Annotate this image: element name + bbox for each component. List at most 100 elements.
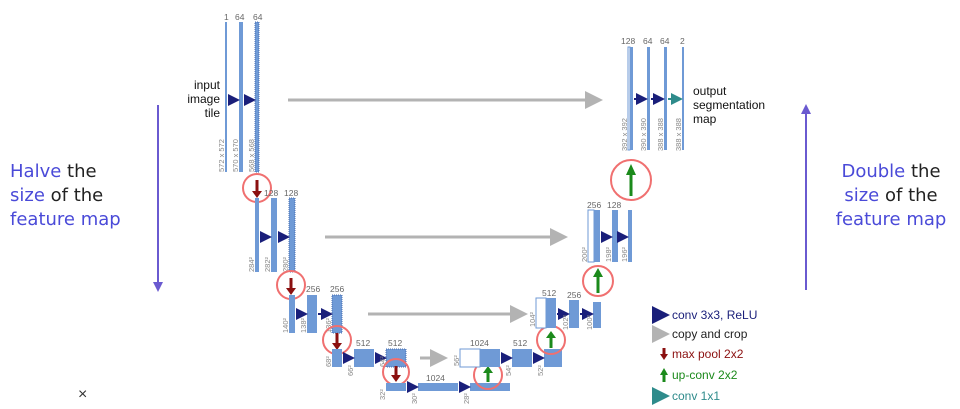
legend-up-arrow-head — [660, 368, 668, 375]
dim-label: 568 x 568 — [247, 139, 256, 172]
dim-label: 138² — [299, 317, 308, 333]
channel-label: 2 — [680, 36, 685, 46]
feature-block — [386, 383, 406, 391]
channel-label: 64 — [643, 36, 653, 46]
feature-block — [630, 47, 633, 150]
feature-block — [255, 198, 259, 272]
channel-label: 512 — [356, 338, 370, 348]
feature-block — [225, 22, 227, 172]
feature-block — [628, 210, 632, 262]
dim-label: 30² — [410, 393, 419, 404]
dim-label: 68² — [324, 356, 333, 367]
feature-block — [612, 210, 618, 262]
up-conv-arrow-head — [546, 331, 556, 338]
channel-label: 512 — [542, 288, 556, 298]
legend: conv 3x3, ReLU copy and crop max pool 2x… — [652, 306, 757, 405]
input-label-line: image — [187, 92, 220, 106]
channel-label: 64 — [235, 12, 245, 22]
copied-block — [459, 348, 481, 368]
dim-label: 102² — [561, 314, 570, 330]
level-4-decoder: 1024 512 56² 54² 52² — [452, 338, 562, 376]
dim-label: 282² — [263, 256, 272, 272]
up-conv-arrow-head — [483, 366, 493, 373]
dim-label: 32² — [378, 389, 387, 400]
feature-block — [647, 47, 650, 150]
level-1-encoder: 1 64 64 572 x 572 570 x 570 568 x 568 — [217, 12, 263, 173]
note-word-highlight: Double — [841, 161, 906, 182]
close-icon[interactable]: × — [78, 386, 88, 403]
output-label-line: output — [693, 84, 727, 98]
upconv-highlight-circle — [610, 159, 652, 201]
dim-label: 140² — [281, 317, 290, 333]
upsample-arrow-head — [801, 104, 811, 114]
channel-label: 64 — [253, 12, 263, 22]
dim-label: 570 x 570 — [231, 139, 240, 172]
feature-block — [594, 210, 600, 262]
legend-pool-arrow-head — [660, 354, 668, 360]
feature-block — [332, 349, 342, 367]
note-word: the — [67, 161, 97, 182]
halve-note: Halve the size of the feature map — [10, 160, 150, 232]
note-word-highlight: feature map — [10, 209, 121, 230]
note-word-highlight: feature map — [835, 209, 947, 230]
upconv-highlight-circle — [582, 265, 614, 297]
note-word: of the — [885, 185, 938, 206]
dim-label: 388 x 388 — [656, 118, 665, 151]
max-pool-arrow-head — [391, 375, 401, 382]
dim-label: 390 x 390 — [639, 118, 648, 151]
channel-label: 128 — [621, 36, 635, 46]
channel-label: 1 — [224, 12, 229, 22]
input-label-line: tile — [204, 106, 220, 120]
dim-label: 56² — [452, 355, 461, 366]
level-3-decoder: 512 256 104² 102² 100² — [528, 288, 601, 330]
note-word-highlight: Halve — [10, 161, 62, 182]
feature-block — [593, 302, 601, 328]
dim-label: 198² — [604, 246, 613, 262]
level-3-encoder: 256 256 140² 138² 136² — [281, 284, 344, 334]
channel-label: 1024 — [470, 338, 489, 348]
feature-block — [682, 47, 684, 150]
legend-conv-label: conv 3x3, ReLU — [672, 308, 757, 322]
dim-label: 392 x 392 — [620, 118, 629, 151]
level-1-decoder: 128 64 64 2 392 x 392 390 x 390 388 x 38… — [620, 36, 685, 151]
legend-copy-label: copy and crop — [672, 327, 748, 341]
channel-label: 128 — [607, 200, 621, 210]
feature-block — [664, 47, 667, 150]
feature-block — [307, 295, 317, 333]
dim-label: 28² — [462, 393, 471, 404]
feature-block — [239, 22, 243, 172]
max-pool-arrow-head — [332, 343, 342, 350]
feature-block — [271, 198, 277, 272]
copied-block — [535, 297, 547, 329]
dim-label: 572 x 572 — [217, 139, 226, 172]
feature-block — [470, 383, 510, 391]
channel-label: 256 — [567, 290, 581, 300]
level-2-decoder: 256 128 200² 198² 196² — [580, 200, 632, 263]
channel-label: 1024 — [426, 373, 445, 383]
dim-label: 54² — [504, 365, 513, 376]
feature-block — [418, 383, 458, 391]
up-conv-arrow-head — [626, 164, 636, 175]
dim-label: 136² — [324, 317, 333, 333]
output-label: output segmentation map — [693, 84, 765, 126]
channel-label: 512 — [388, 338, 402, 348]
channel-label: 128 — [284, 188, 298, 198]
feature-block — [546, 298, 556, 328]
downsample-arrow-head — [153, 282, 163, 292]
dim-label: 64² — [378, 356, 387, 367]
double-note: Double the size of the feature map — [826, 160, 956, 232]
dim-label: 280² — [281, 256, 290, 272]
input-label-line: input — [193, 78, 220, 92]
dim-label: 52² — [536, 365, 545, 376]
note-word: the — [910, 161, 941, 182]
dim-label: 100² — [585, 314, 594, 330]
up-conv-arrow-head — [593, 268, 603, 277]
bottleneck: 1024 32² 30² 28² — [378, 373, 510, 404]
channel-label: 128 — [264, 188, 278, 198]
feature-block — [480, 349, 500, 367]
legend-pool-label: max pool 2x2 — [672, 347, 744, 361]
legend-up-label: up-conv 2x2 — [672, 368, 738, 382]
channel-label: 64 — [660, 36, 670, 46]
channel-label: 256 — [587, 200, 601, 210]
